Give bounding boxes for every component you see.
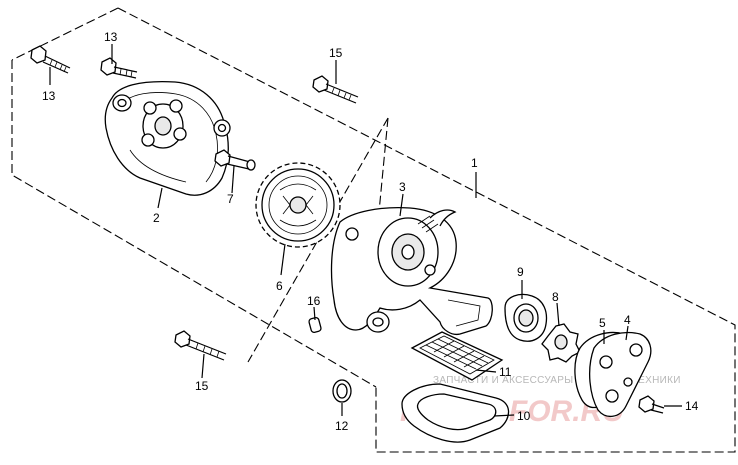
callout-15-upper: 15 bbox=[329, 46, 343, 60]
bolt-13-upper bbox=[100, 57, 138, 79]
callout-8: 8 bbox=[552, 290, 559, 304]
bolt-14 bbox=[638, 395, 665, 414]
callout-13-upper: 13 bbox=[104, 30, 118, 44]
callout-9: 9 bbox=[517, 265, 524, 279]
bolt-13-left bbox=[30, 45, 71, 74]
stud-7 bbox=[214, 149, 256, 171]
strainer-frame-10 bbox=[401, 383, 510, 443]
callout-13-left: 13 bbox=[42, 89, 56, 103]
end-cover-4 bbox=[589, 331, 652, 417]
callout-10: 10 bbox=[517, 409, 531, 423]
leader-lines bbox=[49, 44, 682, 417]
callout-4: 4 bbox=[624, 313, 631, 327]
callout-labels: 1 2 3 4 5 6 7 8 9 10 11 12 13 13 14 15 1… bbox=[42, 30, 699, 433]
watermark-tagline: ЗАПЧАСТИ И АКСЕССУАРЫ ДЛЯ МОТОТЕХНИКИ bbox=[433, 375, 681, 386]
callout-5: 5 bbox=[599, 316, 606, 330]
callout-3: 3 bbox=[399, 180, 406, 194]
o-ring-12 bbox=[332, 379, 352, 403]
callout-12: 12 bbox=[335, 419, 349, 433]
callout-1: 1 bbox=[471, 156, 478, 170]
bolt-15-upper bbox=[312, 75, 359, 104]
inner-rotor-8 bbox=[541, 323, 581, 363]
outer-rotor-9 bbox=[504, 293, 548, 342]
callout-11: 11 bbox=[499, 365, 512, 379]
strainer-11 bbox=[410, 331, 504, 381]
callout-6: 6 bbox=[276, 279, 283, 293]
callout-14: 14 bbox=[685, 399, 699, 413]
pump-cover-2 bbox=[104, 80, 231, 196]
dowel-pin-16 bbox=[308, 316, 322, 334]
callout-15-lower: 15 bbox=[195, 379, 209, 393]
bolt-15-lower bbox=[174, 330, 227, 361]
callout-2: 2 bbox=[153, 211, 160, 225]
pump-body-3 bbox=[330, 206, 493, 336]
callout-16: 16 bbox=[307, 294, 321, 308]
sprocket-6 bbox=[255, 162, 341, 248]
callout-7: 7 bbox=[227, 192, 234, 206]
assembly-boundary bbox=[11, 7, 736, 453]
